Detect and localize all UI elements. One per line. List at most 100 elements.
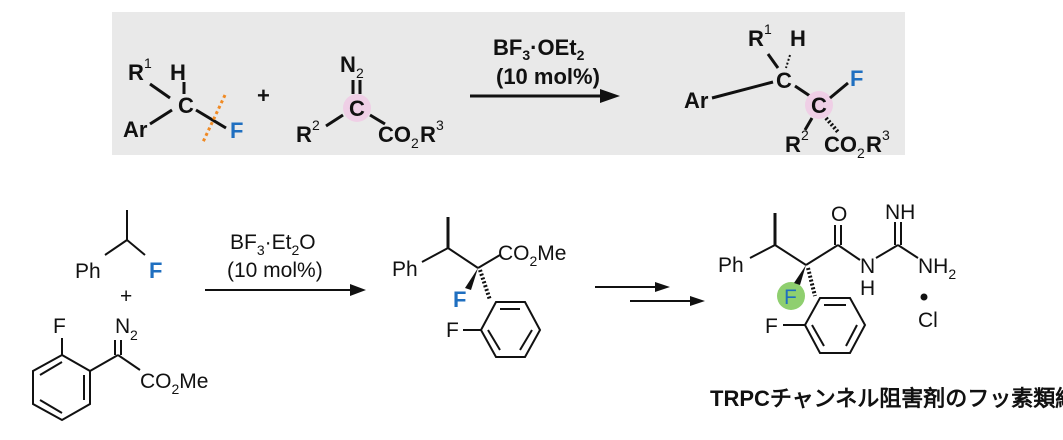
example-product: Ph CO2Me F F: [392, 217, 566, 358]
ester-me: Me: [537, 242, 566, 265]
reagent-sub: 2: [291, 242, 299, 258]
carbon-label: C: [178, 93, 194, 118]
reagent-text: BF: [230, 231, 257, 254]
plus-sign: +: [257, 83, 270, 108]
aryl-f-label: F: [446, 319, 459, 342]
fluorine-label: F: [453, 287, 466, 312]
amide-h-label: H: [860, 277, 875, 300]
amine-text: NH: [918, 255, 948, 278]
arrow-head: [690, 296, 705, 306]
bond: [369, 113, 386, 126]
r1-sup: 1: [764, 21, 772, 37]
reagent-sub: 3: [522, 47, 530, 63]
general-reagent: BF3·OEt2 (10 mol%): [470, 35, 620, 103]
bond: [803, 117, 814, 131]
n2-sub: 2: [130, 327, 138, 343]
wedge-bond: [465, 268, 478, 290]
bond: [104, 239, 128, 256]
bond: [149, 108, 173, 126]
highlight-fluorine: [777, 282, 805, 310]
bond: [711, 80, 774, 100]
r2-label: R: [785, 132, 801, 157]
general-product: R 1 H C Ar C F R 2 CO 2 R 3: [684, 21, 890, 161]
reagent-line1: BF3·Et2O: [230, 231, 316, 258]
bond: [39, 399, 63, 414]
ester-sub: 2: [172, 381, 180, 397]
arrow-head: [655, 282, 670, 292]
highlight-carbon: [343, 94, 371, 122]
r2-label: R: [296, 122, 312, 147]
bond: [421, 247, 449, 263]
fluorine-label: F: [784, 286, 797, 309]
bond: [837, 244, 861, 261]
general-reactant-benzyl-fluoride: R 1 H C Ar F: [123, 55, 243, 143]
wedge-bond: [794, 265, 806, 285]
cleavage-mark: [201, 94, 227, 143]
ester-sup: 3: [436, 117, 444, 133]
h-label: H: [170, 60, 186, 85]
chloride-label: Cl: [918, 309, 938, 332]
n2-sub: 2: [356, 65, 364, 81]
carbon-label: C: [349, 96, 365, 121]
ph-label: Ph: [718, 254, 744, 277]
fluorine-label: F: [230, 118, 243, 143]
hashed-bond: [824, 116, 840, 134]
hashed-bond: [806, 267, 817, 297]
bond: [845, 324, 858, 347]
substrate-2-aryl-diazoester: F N 2 CO2Me: [32, 315, 208, 422]
ester-label: CO2Me: [140, 370, 208, 397]
r1-sup: 1: [144, 55, 152, 71]
bond: [774, 244, 807, 266]
bond: [749, 244, 776, 259]
amine-sub: 2: [948, 266, 956, 282]
aryl-f-label: F: [53, 315, 66, 338]
r1-label: R: [748, 26, 764, 51]
reagent-sub: 3: [257, 242, 265, 258]
ar-label: Ar: [123, 117, 148, 142]
ester-r: R: [420, 122, 436, 147]
bond: [89, 354, 119, 372]
example-reagent: BF3·Et2O (10 mol%): [205, 231, 366, 296]
n2-label: N: [115, 315, 130, 338]
ester-label: CO: [824, 132, 857, 157]
amine-label: NH2: [918, 255, 956, 282]
oxygen-label: O: [831, 203, 847, 226]
bond: [117, 354, 141, 371]
reagent-line1: BF3·OEt2: [493, 35, 585, 63]
arrow-head: [350, 284, 366, 296]
bond: [487, 329, 501, 351]
carbon2-label: C: [811, 93, 827, 118]
bond: [126, 239, 146, 256]
reagent-text: O: [299, 231, 315, 254]
ph-label: Ph: [392, 258, 418, 281]
bond: [805, 244, 839, 266]
aryl-f-label: F: [765, 315, 778, 338]
reagent-text: ·Et: [265, 231, 292, 254]
bond: [766, 53, 780, 69]
bond: [447, 247, 479, 269]
ester-r: R: [866, 132, 882, 157]
hashed-bond: [478, 269, 492, 301]
caption: TRPCチャンネル阻害剤のフッ素類縁体: [710, 386, 1063, 411]
ar-label: Ar: [684, 88, 709, 113]
bond: [897, 244, 919, 259]
ester-sub: 2: [857, 145, 865, 161]
reagent-text: BF: [493, 35, 522, 60]
reagent-sub: 2: [577, 47, 585, 63]
ester-me: Me: [179, 370, 208, 393]
ester-sub: 2: [530, 253, 538, 269]
carbon1-label: C: [776, 68, 792, 93]
fluorine-label: F: [850, 66, 863, 91]
substrate-1-phenylethyl-fluoride: Ph F: [75, 210, 162, 283]
amide-n-label: N: [860, 255, 875, 278]
salt-dot: [920, 293, 928, 301]
ph-label: Ph: [75, 260, 101, 283]
ester-sub: 2: [411, 135, 419, 151]
reagent-text: ·OEt: [530, 35, 577, 60]
bond: [829, 81, 849, 100]
final-product: Ph O N H NH NH2 Cl F F: [718, 201, 956, 354]
multistep-arrows: [595, 282, 705, 306]
r2-sup: 2: [801, 127, 809, 143]
general-reactant-diazo: N 2 C R 2 CO 2 R 3: [296, 52, 444, 151]
